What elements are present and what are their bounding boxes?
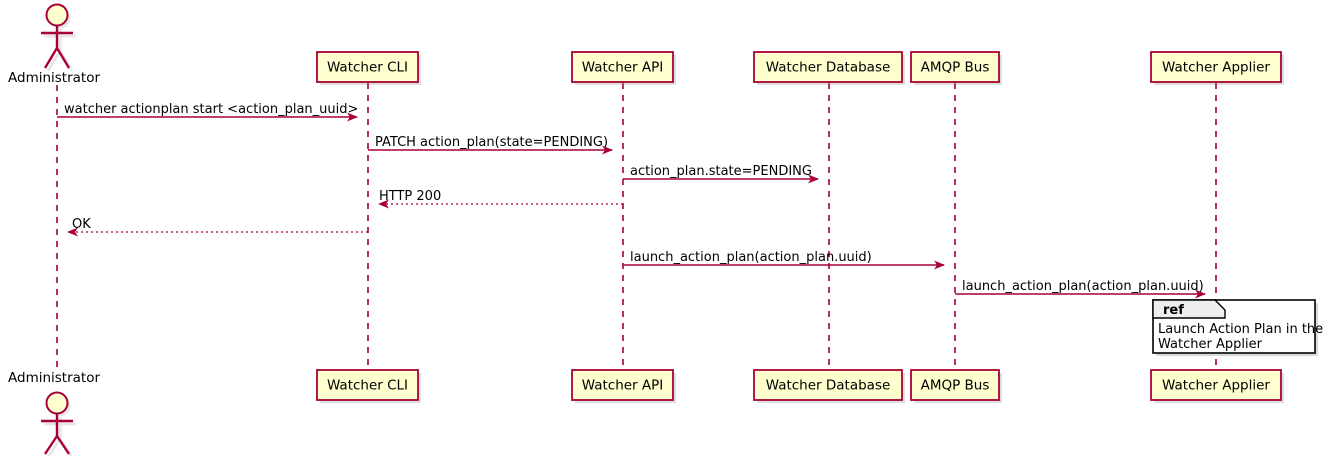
actor-head-bottom — [45, 391, 69, 415]
participant-rect — [910, 51, 1000, 83]
message-1-watcher-actionplan-start[interactable]: watcher actionplan start <action_plan_uu… — [57, 102, 358, 122]
participant-label-amqp-bus-top: AMQP Bus — [921, 60, 990, 76]
ref-tag-shape — [1152, 299, 1226, 319]
participant-label-watcher-api-top: Watcher API — [582, 60, 664, 76]
participant-rect — [316, 369, 419, 401]
message-label: launch_action_plan(action_plan.uuid) — [630, 250, 872, 265]
actor-label-administrator-bottom: Administrator — [8, 370, 100, 386]
participant-box-watcher-cli-bottom[interactable]: Watcher CLI — [316, 369, 421, 403]
participant-label-watcher-applier-top: Watcher Applier — [1162, 60, 1270, 76]
lifelines-group — [56, 83, 1217, 370]
participant-box-amqp-bus-top[interactable]: AMQP Bus — [910, 51, 1002, 85]
participant-label-watcher-api-bottom: Watcher API — [582, 378, 664, 394]
ref-tag-label: ref — [1163, 303, 1184, 318]
participant-box-watcher-api-bottom[interactable]: Watcher API — [571, 369, 676, 403]
message-3-action-plan-state-pending[interactable]: action_plan.state=PENDING — [623, 164, 819, 184]
participant-rect — [1150, 369, 1282, 401]
ref-body-line-2: Watcher Applier — [1158, 337, 1263, 352]
participant-rect — [316, 51, 419, 83]
message-label: OK — [72, 217, 91, 232]
actor-label-administrator-top: Administrator — [8, 70, 100, 86]
participant-label-amqp-bus-bottom: AMQP Bus — [921, 378, 990, 394]
actor-head-top — [45, 3, 69, 27]
participant-label-watcher-database-bottom: Watcher Database — [766, 378, 891, 394]
participant-rect — [753, 51, 903, 83]
participant-rect — [1150, 51, 1282, 83]
message-label: watcher actionplan start <action_plan_uu… — [64, 102, 358, 117]
message-7-launch-action-plan-to-applier[interactable]: launch_action_plan(action_plan.uuid) — [955, 279, 1206, 299]
participant-rect — [571, 51, 674, 83]
participant-label-watcher-cli-top: Watcher CLI — [327, 60, 408, 76]
participant-rect — [910, 369, 1000, 401]
actor-administrator-bottom[interactable]: Administrator — [8, 370, 100, 456]
participant-label-watcher-applier-bottom: Watcher Applier — [1162, 378, 1270, 394]
participant-rect — [753, 369, 903, 401]
message-label: HTTP 200 — [379, 189, 441, 204]
ref-fragment[interactable]: ref Launch Action Plan in the Watcher Ap… — [1152, 299, 1323, 356]
message-label: PATCH action_plan(state=PENDING) — [375, 135, 608, 150]
message-2-patch-action-plan[interactable]: PATCH action_plan(state=PENDING) — [368, 135, 613, 155]
participant-box-amqp-bus-bottom[interactable]: AMQP Bus — [910, 369, 1002, 403]
actor-body-bottom — [41, 414, 73, 455]
participant-box-watcher-cli-top[interactable]: Watcher CLI — [316, 51, 421, 85]
participant-box-watcher-applier-bottom[interactable]: Watcher Applier — [1150, 369, 1284, 403]
participant-label-watcher-database-top: Watcher Database — [766, 60, 891, 76]
participant-box-watcher-applier-top[interactable]: Watcher Applier — [1150, 51, 1284, 85]
message-4-http-200[interactable]: HTTP 200 — [378, 189, 623, 209]
participant-box-watcher-api-top[interactable]: Watcher API — [571, 51, 676, 85]
ref-body-line-1: Launch Action Plan in the — [1158, 322, 1323, 337]
message-label: action_plan.state=PENDING — [630, 164, 812, 179]
actor-body-top — [41, 26, 73, 69]
message-6-launch-action-plan-to-amqp[interactable]: launch_action_plan(action_plan.uuid) — [623, 250, 945, 270]
participant-box-watcher-database-top[interactable]: Watcher Database — [753, 51, 905, 85]
message-5-ok[interactable]: OK — [67, 217, 368, 237]
participant-rect — [571, 369, 674, 401]
message-label: launch_action_plan(action_plan.uuid) — [962, 279, 1204, 294]
actor-administrator-top[interactable]: Administrator — [8, 3, 100, 87]
participant-label-watcher-cli-bottom: Watcher CLI — [327, 378, 408, 394]
participant-box-watcher-database-bottom[interactable]: Watcher Database — [753, 369, 905, 403]
